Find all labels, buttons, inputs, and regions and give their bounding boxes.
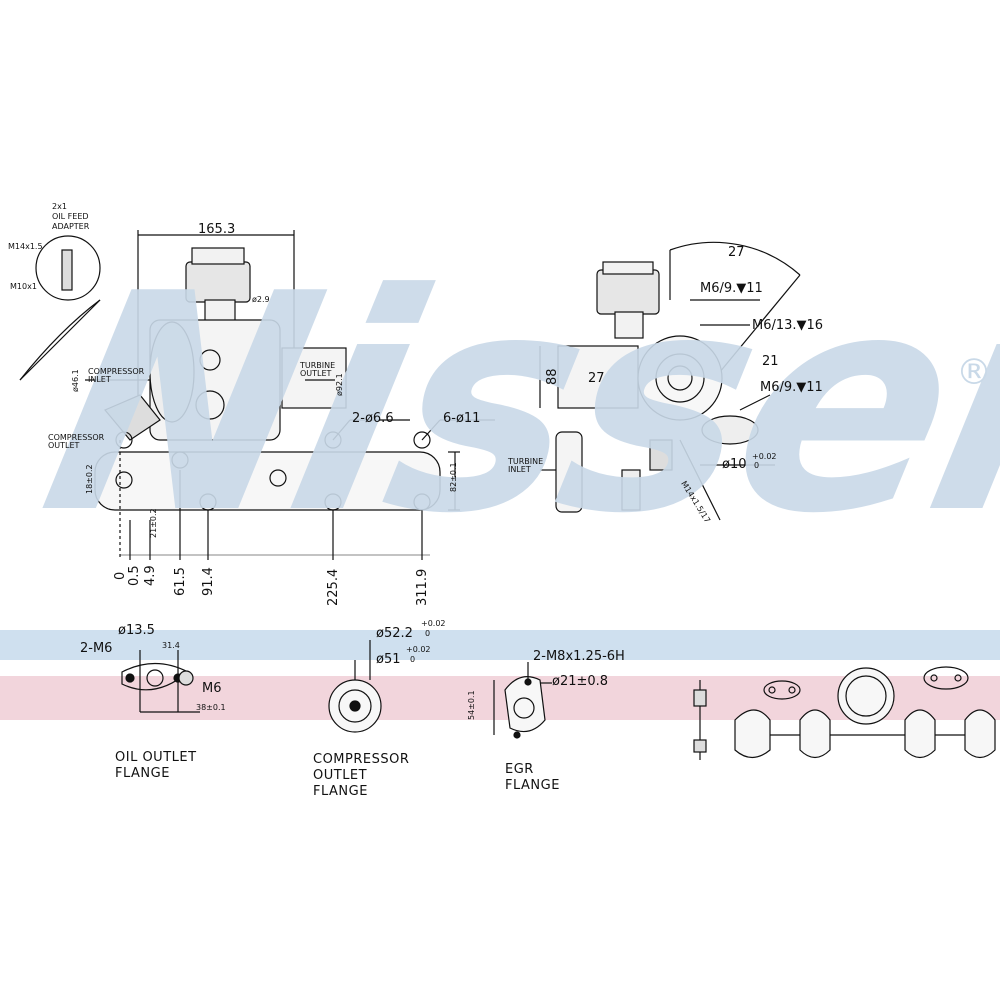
oil-feed-label-1: 2x1: [52, 202, 67, 211]
side-turbine-scroll: [637, 335, 723, 421]
oil-flange-spacing-label: 31.4: [162, 641, 180, 650]
comp-flange-caption-3: FLANGE: [313, 784, 368, 799]
comp-flange-inner-label: ø51: [376, 652, 401, 667]
thread-3-label: M6/9.▼11: [760, 380, 823, 395]
x-pos-1: 0.5: [127, 565, 142, 586]
oil-feed-label-3: ADAPTER: [52, 222, 90, 231]
oil-flange-stud-label: M6: [202, 681, 222, 696]
flange-height-label: 82±0.1: [449, 462, 458, 492]
comp-flange-inner-tol: +0.02: [406, 645, 431, 654]
comp-flange-caption-1: COMPRESSOR: [313, 752, 410, 767]
turbine-outlet-housing: [281, 347, 347, 409]
egr-caption-1: EGR: [505, 762, 534, 777]
x-pos-0: 0: [113, 571, 128, 580]
oil-flange-caption-1: OIL OUTLET: [115, 750, 197, 765]
x-pos-4: 91.4: [201, 567, 216, 596]
height-88-label: 88: [545, 368, 560, 385]
turbine-inlet-label-1: TURBINE: [508, 457, 544, 466]
pin-tolerance-low-label: 0: [754, 461, 760, 470]
gasket-kit-drawing: [693, 666, 996, 760]
turbine-outlet-label-1: TURBINE: [300, 361, 336, 370]
thread-top-label: M14x1.5: [8, 242, 43, 251]
pink-band: [0, 676, 1000, 720]
small-diameter-label: ø2.9: [252, 295, 270, 304]
oil-flange-caption-2: FLANGE: [115, 766, 170, 781]
comp-flange-caption-2: OUTLET: [313, 768, 368, 783]
x-pos-3: 61.5: [173, 567, 188, 596]
bolt-holes-b-label: 6-ø11: [443, 411, 481, 426]
oil-outlet-flange-drawing: [121, 650, 200, 713]
height-mid-label: 21±0.2: [149, 508, 158, 538]
compressor-inlet-label-1: COMPRESSOR: [88, 367, 145, 376]
side-view: [539, 241, 801, 521]
exhaust-manifold: [94, 451, 441, 511]
thread-2-label: M6/13.▼16: [752, 318, 824, 333]
angle-top-label: 27: [728, 245, 745, 260]
compressor-outlet-flange-drawing: [328, 640, 382, 733]
egr-height-label: 54±0.1: [467, 690, 476, 720]
thread-1-label: M6/9.▼11: [700, 281, 763, 296]
compressor-inlet-label-2: INLET: [88, 375, 111, 384]
angle-left-label: 27: [588, 371, 605, 386]
egr-threads-label: 2-M8x1.25-6H: [533, 649, 625, 664]
pin-diameter-label: ø10: [722, 457, 747, 472]
oil-flange-threads-label: 2-M6: [80, 641, 113, 656]
angle-mid-label: 21: [762, 354, 779, 369]
nissens-watermark: Nissens: [21, 230, 1000, 579]
turbine-inlet-flange: [555, 431, 583, 513]
compressor-inlet-housing: [149, 321, 195, 423]
compressor-outlet-elbow: [104, 394, 161, 441]
outlet-diameter-label: ø92.1: [335, 373, 344, 396]
x-pos-6: 311.9: [415, 568, 430, 606]
egr-flange-drawing: [493, 662, 552, 739]
side-flange-plate: [557, 345, 639, 409]
oil-feed-detail-circle: [35, 235, 101, 301]
egr-caption-2: FLANGE: [505, 778, 560, 793]
turbine-outlet-label-2: OUTLET: [300, 369, 332, 378]
comp-flange-inner-tol-low: 0: [410, 655, 416, 664]
oil-feed-label-2: OIL FEED: [52, 212, 89, 221]
main-view: [19, 230, 495, 560]
x-pos-2: 4.9: [143, 565, 158, 586]
oil-flange-width-label: 38±0.1: [196, 703, 226, 712]
inlet-diameter-label: ø46.1: [71, 369, 80, 392]
comp-flange-outer-tol: +0.02: [421, 619, 446, 628]
width-dim-label: 165.3: [198, 222, 236, 237]
comp-flange-outer-tol-low: 0: [425, 629, 431, 638]
compressor-outlet-label-2: OUTLET: [48, 441, 80, 450]
egr-hole-label: ø21±0.8: [552, 674, 609, 689]
comp-flange-outer-label: ø52.2: [376, 626, 413, 641]
height-left-label: 18±0.2: [85, 464, 94, 494]
blue-band: [0, 630, 1000, 660]
turbine-inlet-label-2: INLET: [508, 465, 531, 474]
thread-bottom-label: M10x1: [10, 282, 37, 291]
oil-flange-hole-label: ø13.5: [118, 623, 155, 638]
registered-mark: ®: [956, 352, 992, 393]
x-pos-5: 225.4: [326, 568, 341, 606]
compressor-outlet-label-1: COMPRESSOR: [48, 433, 105, 442]
pin-tolerance-label: +0.02: [752, 452, 777, 461]
bolt-holes-a-label: 2-ø6.6: [352, 411, 394, 426]
